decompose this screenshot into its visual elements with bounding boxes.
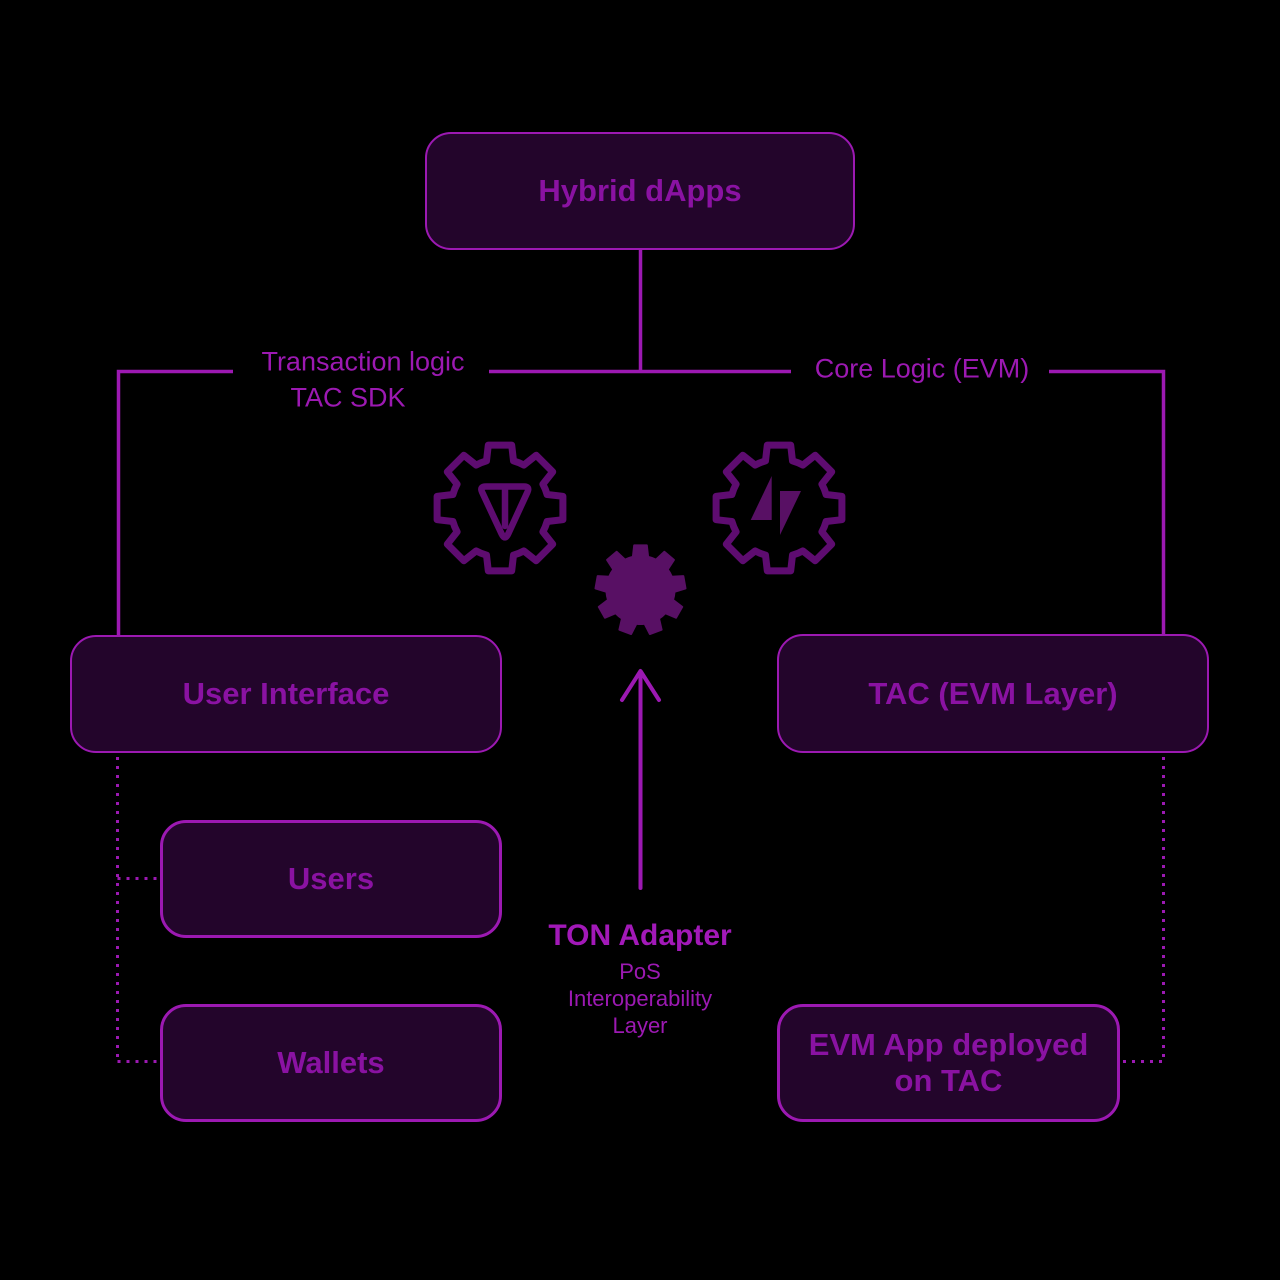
label-tac-sdk: TAC SDK: [290, 382, 406, 413]
ton-logo-triangle: [478, 483, 532, 541]
node-hybrid-dapps: Hybrid dApps: [425, 132, 855, 250]
solid-connectors: [116, 250, 1166, 635]
node-users: Users: [160, 820, 502, 938]
node-wallets: Wallets: [160, 1004, 502, 1122]
tac-logo-triangle-left: [750, 476, 772, 520]
connector-right-branch: [1049, 369, 1166, 634]
label-transaction-logic: Transaction logic: [261, 346, 465, 377]
up-arrow-icon: [620, 669, 661, 890]
node-user-interface: User Interface: [70, 635, 502, 753]
dotted-connectors: [116, 757, 1165, 1063]
tac-logo-triangle-right: [780, 491, 801, 535]
dotted-connector-left: [116, 757, 158, 1063]
label-core-logic-evm: Core Logic (EVM): [814, 353, 1030, 384]
dotted-connector-right: [1122, 757, 1165, 1063]
ton-gear-icon: [433, 441, 567, 575]
connector-left-branch: [116, 369, 233, 635]
label-ton-adapter-subtitle: PoS Interoperability Layer: [567, 959, 713, 1038]
node-evm-app: EVM App deployed on TAC: [777, 1004, 1120, 1122]
adapter-gear-icon: [594, 544, 687, 635]
node-tac-evm-layer: TAC (EVM Layer): [777, 634, 1209, 753]
label-ton-adapter-title: TON Adapter: [548, 919, 732, 952]
tac-gear-icon: [712, 441, 846, 575]
